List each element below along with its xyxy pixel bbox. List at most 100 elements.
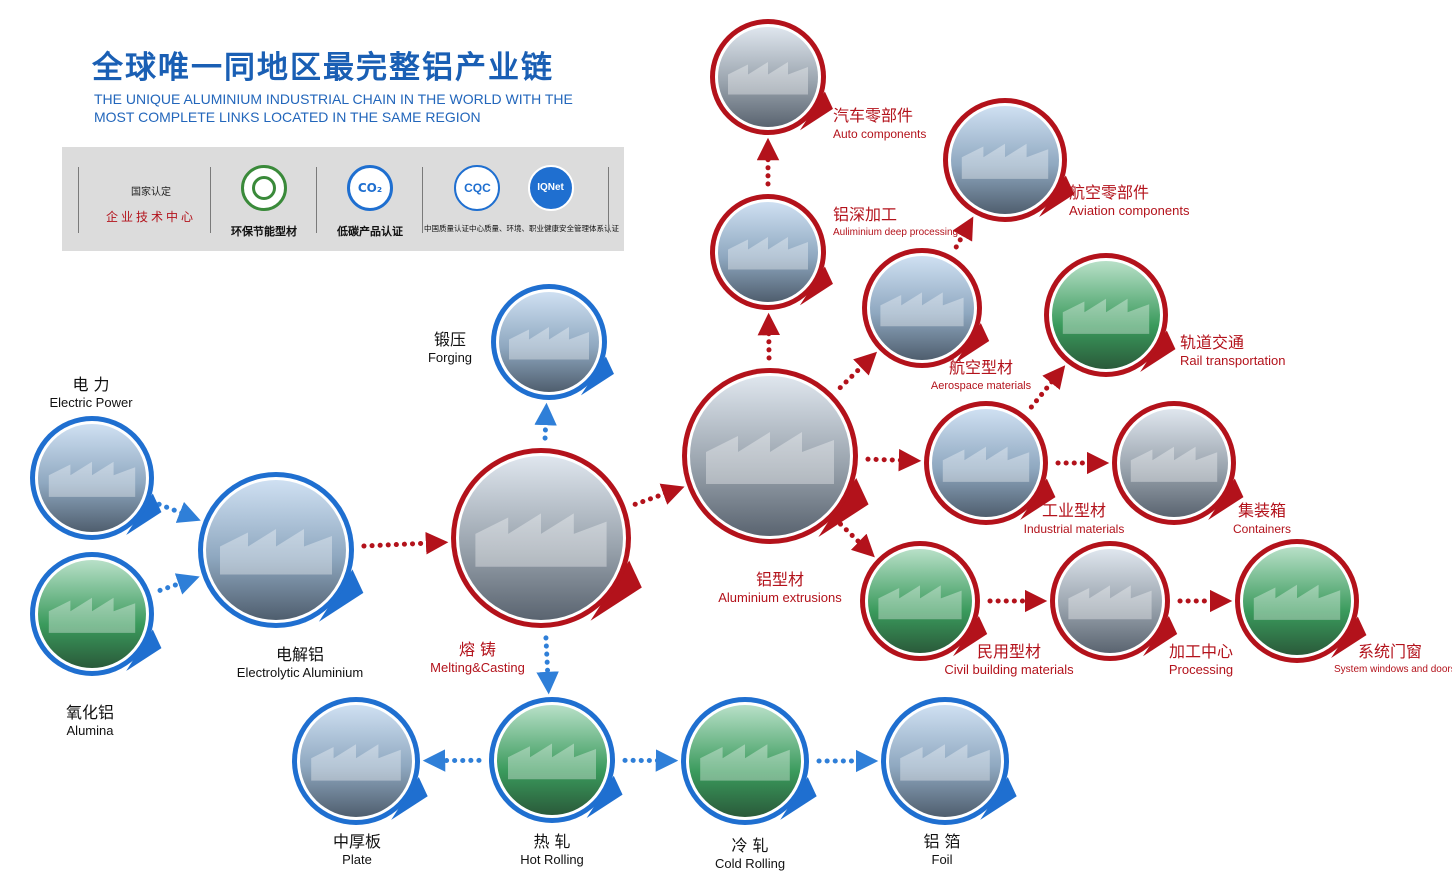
node-photo [932, 409, 1040, 517]
label-zh: 冷 轧 [731, 836, 769, 855]
arrow-industrial-to-rail [1028, 365, 1066, 410]
label-zh: 工业型材 [1041, 501, 1106, 520]
node-pointer [799, 91, 833, 131]
label-aviation: 航空零部件 Aviation components [1069, 183, 1189, 219]
node-photo [870, 256, 974, 360]
label-en: System windows and doors [1334, 664, 1452, 675]
node-pointer [1020, 478, 1056, 521]
label-deep-processing: 铝深加工 Auliminium deep processing [833, 205, 958, 241]
label-en: Melting&Casting [430, 660, 525, 675]
arrow-electric-power-to-electrolytic [156, 501, 201, 523]
node-photo [1052, 261, 1160, 369]
label-en: Industrial materials [1023, 522, 1125, 536]
node-pointer [818, 478, 869, 537]
cert-national-top: 国家认定 [131, 187, 171, 198]
cert-national-bottom: 企业技术中心 [105, 210, 196, 224]
label-electric-power: 电 力 Electric Power [44, 375, 138, 411]
label-zh: 锻压 [433, 330, 466, 349]
node-pointer [780, 777, 817, 820]
label-windows: 系统门窗 System windows and doors [1334, 642, 1452, 678]
node-photo [38, 424, 146, 532]
node-photo-detail [1253, 584, 1341, 620]
energy-saving-logo-icon [241, 165, 287, 211]
panel-divider [422, 167, 423, 233]
label-en: Aluminium extrusions [718, 590, 842, 605]
cqc-logo-icon: CQC [454, 165, 501, 211]
page-title: 全球唯一同地区最完整铝产业链 [92, 50, 554, 86]
node-photo [718, 27, 818, 127]
node-photo [300, 705, 412, 817]
node-photo-detail [1062, 298, 1150, 334]
node-photo-detail [1068, 585, 1152, 620]
node-pointer [590, 560, 642, 621]
node-pointer [586, 775, 623, 818]
node-pointer [980, 777, 1017, 820]
node-cold-rolling [681, 697, 817, 825]
node-photo-detail [508, 743, 596, 780]
node-civil [860, 541, 988, 661]
node-photo-detail [728, 62, 808, 95]
node-pointer [955, 323, 990, 364]
low-carbon-logo-text: CO₂ [357, 181, 383, 195]
label-auto: 汽车零部件 Auto components [833, 106, 926, 142]
cqc-logo-text: CQC [464, 181, 491, 195]
label-en: Cold Rolling [714, 856, 786, 871]
label-en: Auliminium deep processing [833, 227, 959, 238]
node-pointer [953, 616, 988, 657]
node-pointer [126, 629, 162, 672]
node-windows [1235, 539, 1367, 663]
iqnet-logo-icon: IQNet [527, 165, 574, 211]
label-en: Hot Rolling [520, 852, 584, 867]
cert-national-tech-center: 国家认定 企业技术中心 [92, 165, 210, 237]
label-zh: 轨道交通 [1180, 333, 1245, 352]
label-zh: 铝 箔 [923, 832, 961, 851]
cert-energy-label: 环保节能型材 [231, 225, 297, 238]
arrow-melting-to-forging [534, 402, 557, 441]
node-pointer [1208, 478, 1244, 521]
label-industrial: 工业型材 Industrial materials [1020, 501, 1128, 537]
node-photo-detail [700, 744, 790, 781]
node-photo-detail [880, 292, 964, 327]
node-photo-detail [706, 432, 834, 484]
node-aerospace [862, 248, 990, 368]
node-forging [491, 284, 614, 400]
node-foil [881, 697, 1017, 825]
iqnet-logo-text: IQNet [537, 182, 564, 193]
panel-divider [78, 167, 79, 233]
subtitle-line-1: THE UNIQUE ALUMINIUM INDUSTRIAL CHAIN IN… [94, 91, 573, 107]
node-photo [206, 480, 346, 620]
node-pointer [580, 356, 614, 396]
label-rail: 轨道交通 Rail transportation [1180, 333, 1286, 369]
label-en: Containers [1232, 522, 1292, 536]
node-plate [292, 697, 428, 825]
label-processing: 加工中心 Processing [1160, 642, 1242, 678]
label-zh: 航空型材 [948, 358, 1013, 377]
node-pointer [1140, 330, 1176, 373]
node-photo [689, 705, 801, 817]
arrow-extrusions-to-aerospace [837, 351, 878, 391]
node-photo-detail [878, 585, 962, 620]
node-electric-power [30, 416, 162, 540]
node-pointer [126, 493, 162, 536]
label-zh: 集装箱 [1237, 501, 1286, 520]
node-pointer [1039, 175, 1075, 218]
label-zh: 铝深加工 [833, 205, 898, 224]
label-hot-rolling: 热 轧 Hot Rolling [507, 832, 597, 868]
node-extrusions [682, 368, 869, 544]
node-photo [1120, 409, 1228, 517]
node-photo-detail [475, 513, 607, 567]
node-rail [1044, 253, 1176, 377]
node-deep-processing [710, 194, 833, 310]
node-pointer [318, 569, 364, 622]
label-en: Forging [427, 350, 473, 365]
label-en: Auto components [833, 127, 927, 141]
node-photo-detail [48, 461, 136, 497]
label-forging: 锻压 Forging [420, 330, 480, 366]
cert-quality-system: CQC IQNet 中国质量认证中心质量、环境、职业健康安全管理体系认证 [424, 165, 619, 237]
label-zh: 航空零部件 [1069, 183, 1150, 202]
label-zh: 熔 铸 [458, 640, 497, 659]
arrow-melting-to-hot-rolling [536, 635, 559, 695]
label-en: Alumina [66, 723, 114, 738]
node-photo [718, 202, 818, 302]
cert-energy-saving: 环保节能型材 [214, 165, 314, 238]
